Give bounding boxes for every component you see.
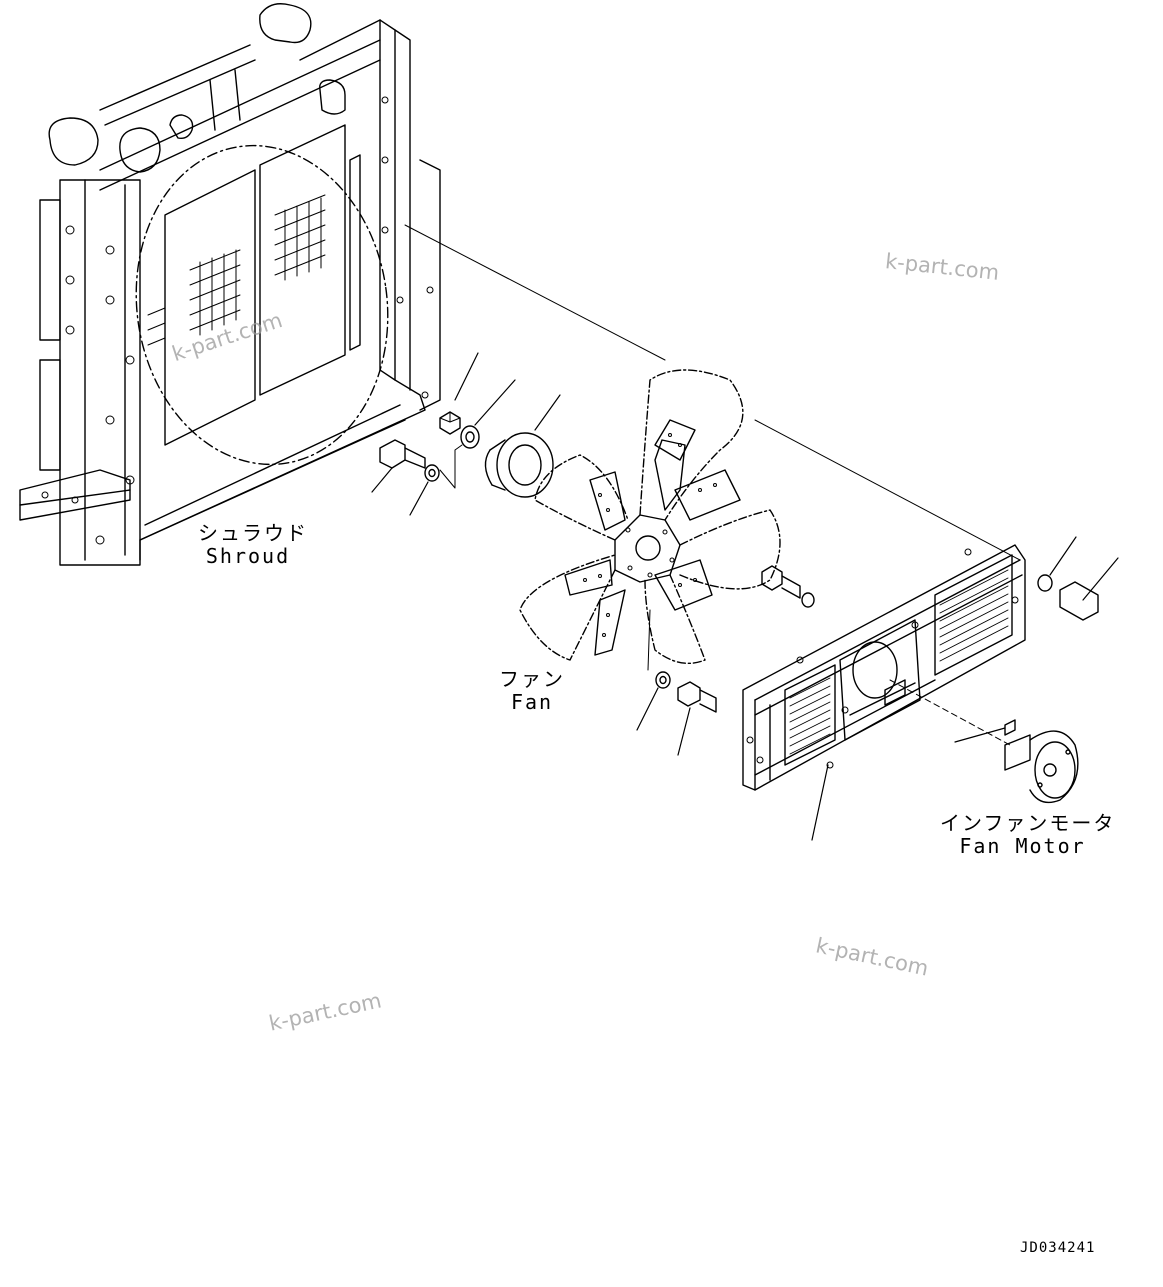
shroud-label-jp: シュラウド (198, 521, 308, 545)
shroud-assembly (19, 3, 441, 566)
fan-motor-label: インファンモータ Fan Motor (940, 811, 1116, 858)
fan-motor (889, 679, 1079, 804)
drawing-code: JD034241 (1020, 1240, 1096, 1256)
fan-label-jp: ファン (499, 667, 565, 691)
fan-motor-bracket (742, 536, 1119, 841)
fan-motor-label-jp: インファンモータ (940, 811, 1116, 835)
shroud-label-en: Shroud (205, 544, 291, 568)
hardware-parts (371, 352, 561, 516)
fan-label-en: Fan (510, 690, 554, 714)
fan-motor-label-en: Fan Motor (959, 834, 1086, 858)
fan-label: ファン Fan (492, 668, 572, 714)
fan (519, 369, 781, 756)
shroud-label: シュラウド Shroud (198, 521, 308, 568)
